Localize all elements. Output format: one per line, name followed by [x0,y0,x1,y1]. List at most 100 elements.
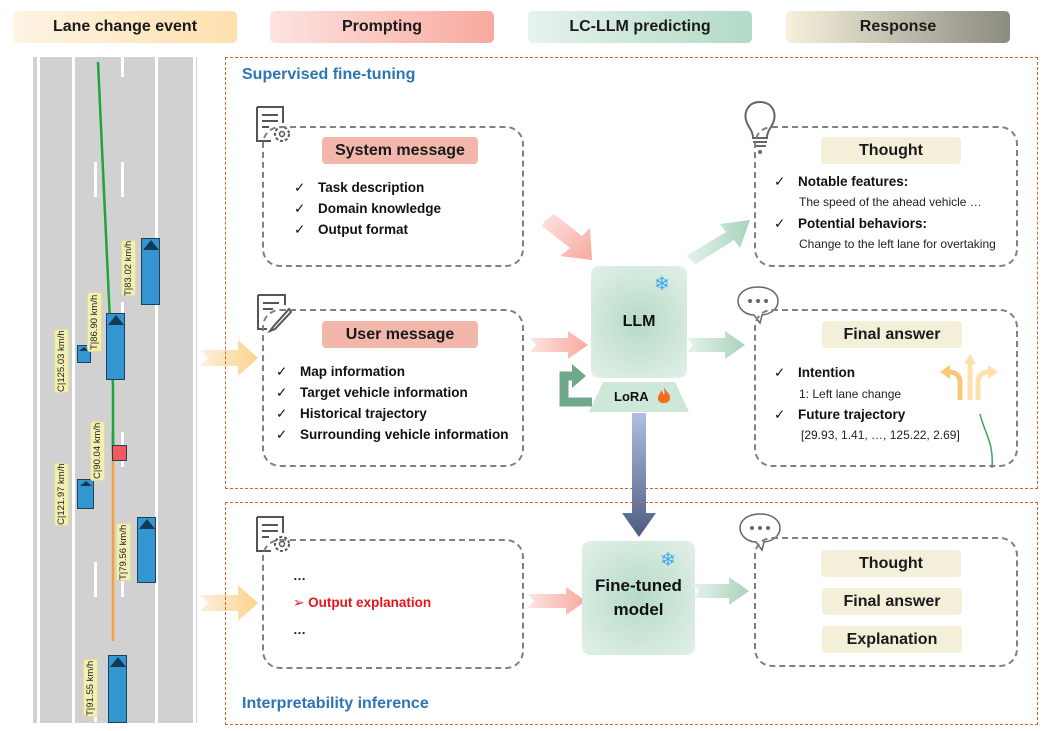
llm-block: LLM [591,266,687,378]
check-icon: ✓ [294,200,306,216]
check-icon: ✓ [276,363,288,379]
thought-list: ✓ Notable features: [774,171,908,192]
speed-label: T|91.55 km/h [83,659,98,717]
list-item: ✓ Map information [276,361,509,382]
panel-title: Supervised fine-tuning [242,66,416,83]
input-arrow-icon [200,585,258,621]
speed-label: T|79.56 km/h [116,523,131,581]
check-icon: ✓ [774,173,786,189]
list-item-label: Domain knowledge [318,201,442,216]
output-final-answer: Final answer [822,588,962,615]
inference-output-box [754,537,1018,667]
system-message-list: ✓Task description ✓Domain knowledge ✓Out… [294,177,441,240]
vehicle-truck [108,655,127,723]
output-arrow-icon [693,577,749,605]
final-answer-box [754,309,1018,467]
output-thought: Thought [821,550,961,577]
list-item: ✓ Domain knowledge [294,198,441,219]
speed-label: C|125.03 km/h [54,329,69,393]
vehicle-ego-current [112,445,127,461]
list-item: ✓ Notable features: [774,171,908,192]
thought-detail: The speed of the ahead vehicle … [799,195,982,209]
output-explanation-item: ➢ Output explanation [293,595,431,611]
list-item-label: Historical trajectory [300,406,427,421]
list-item-label: Notable features: [798,174,909,189]
check-icon: ✓ [276,426,288,442]
check-icon: ✓ [774,215,786,231]
lane-dash [94,562,97,597]
vehicle-truck-target [106,313,125,380]
list-item: ✓ Potential behaviors: [774,213,927,234]
lane-boundary [72,57,75,723]
frozen-snowflake-icon: ❄ [660,550,676,571]
check-icon: ✓ [294,179,306,195]
heading-icon [142,240,159,250]
list-item: ✓Target vehicle information [276,382,509,403]
final-answer-detail: [29.93, 1.41, …, 125.22, 2.69] [801,428,960,442]
lora-update-arrow-icon [559,364,592,407]
road-scene: T|83.02 km/h T|86.90 km/h C|125.03 km/h … [33,57,197,723]
prompt-arrow-icon [542,214,592,260]
user-message-list: ✓ Map information ✓Target vehicle informa… [276,361,509,445]
llm-label: LLM [622,313,656,330]
user-message-box [262,309,524,467]
check-icon: ✓ [276,384,288,400]
heading-icon [79,481,92,486]
speed-label: T|86.90 km/h [87,292,102,352]
speed-label: T|83.02 km/h [121,240,136,296]
lora-block [589,382,689,412]
check-icon: ✓ [294,221,306,237]
system-message-title: System message [322,137,478,164]
vehicle-car [77,479,94,509]
check-icon: ✓ [774,364,786,380]
document-edit-icon [257,294,293,333]
list-item-label: Surrounding vehicle information [300,427,509,442]
interpretability-inference-panel: Interpretability inference [225,502,1038,725]
vehicle-truck [141,238,160,305]
ellipsis-text: … [293,622,306,637]
list-item: ✓ Output format [294,219,441,240]
header-prompting: Prompting [270,11,494,43]
speed-label: C|90.04 km/h [90,421,105,481]
list-item: ✓Intention [774,362,855,383]
final-answer-detail: 1: Left lane change [799,387,902,401]
fine-tuned-model-block: Fine-tuned model [582,541,695,655]
list-item-label: Potential behaviors: [798,216,928,231]
model-label-line: model [613,600,664,619]
lane-dash [121,57,124,77]
lane-change-directions-icon [940,354,998,469]
model-label-line: Fine-tuned [595,576,682,595]
output-arrow-icon [687,331,745,359]
supervised-fine-tuning-panel: Supervised fine-tuning [225,57,1038,489]
vehicle-truck [137,517,156,583]
input-arrow-icon [200,340,258,376]
speed-label: C|121.97 km/h [54,463,69,526]
fire-icon [657,387,671,404]
header-response: Response [786,11,1010,43]
thought-title: Thought [821,137,961,164]
header-lc-llm-predicting: LC-LLM predicting [528,11,752,43]
output-arrow-icon [686,220,750,264]
list-item: ✓Historical trajectory [276,403,509,424]
arrow-bullet-icon: ➢ [293,595,305,610]
thought-detail: Change to the left lane for overtaking [799,237,996,251]
list-item: ✓ Surrounding vehicle information [276,424,509,445]
final-answer-list: ✓ Future trajectory [774,404,905,425]
list-item-label: Output format [318,222,408,237]
deploy-arrow-icon [622,413,656,537]
heading-icon [138,519,155,529]
check-icon: ✓ [774,406,786,422]
panel-title: Interpretability inference [242,695,429,712]
heading-icon [109,657,126,667]
list-item: ✓ Future trajectory [774,404,905,425]
ellipsis-text: … [293,568,306,583]
prompt-arrow-icon [528,587,586,615]
list-item-label: Future trajectory [798,407,906,422]
thought-box [754,126,1018,267]
inference-prompt-box [262,539,524,669]
list-item-label: Map information [300,364,405,379]
user-message-title: User message [322,321,478,348]
frozen-snowflake-icon: ❄ [654,274,670,295]
output-explanation: Explanation [822,626,962,653]
lane-dash [121,162,124,197]
